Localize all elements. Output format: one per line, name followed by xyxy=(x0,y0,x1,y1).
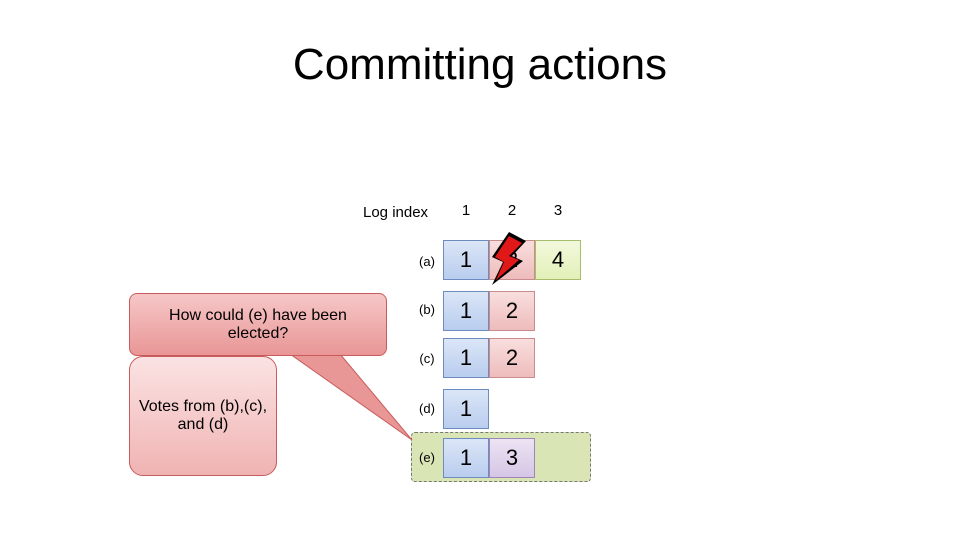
log-entry-e-1: 1 xyxy=(443,438,489,478)
votes-text: Votes from (b),(c), and (d) xyxy=(138,398,268,433)
log-entry-d-1: 1 xyxy=(443,389,489,429)
row-label-d: (d) xyxy=(419,401,435,416)
election-question-callout: How could (e) have been elected? xyxy=(129,293,387,356)
log-entry-c-2: 2 xyxy=(489,338,535,378)
log-index-2: 2 xyxy=(507,202,517,219)
votes-box: Votes from (b),(c), and (d) xyxy=(129,356,277,476)
log-entry-c-1: 1 xyxy=(443,338,489,378)
callout-text: How could (e) have been elected? xyxy=(169,306,347,342)
row-label-b: (b) xyxy=(419,302,435,317)
callout-pointer xyxy=(288,353,413,441)
log-entry-a-1: 1 xyxy=(443,240,489,280)
slide-title: Committing actions xyxy=(292,40,668,89)
log-entry-a-3: 4 xyxy=(535,240,581,280)
log-index-3: 3 xyxy=(553,202,563,219)
log-entry-e-2: 3 xyxy=(489,438,535,478)
log-entry-b-2: 2 xyxy=(489,291,535,331)
log-index-1: 1 xyxy=(461,202,471,219)
log-index-label: Log index xyxy=(363,204,429,221)
lightning-bolt-icon xyxy=(492,232,526,285)
log-entry-b-1: 1 xyxy=(443,291,489,331)
row-label-e: (e) xyxy=(419,450,435,465)
row-label-a: (a) xyxy=(419,254,435,269)
row-label-c: (c) xyxy=(419,351,435,366)
